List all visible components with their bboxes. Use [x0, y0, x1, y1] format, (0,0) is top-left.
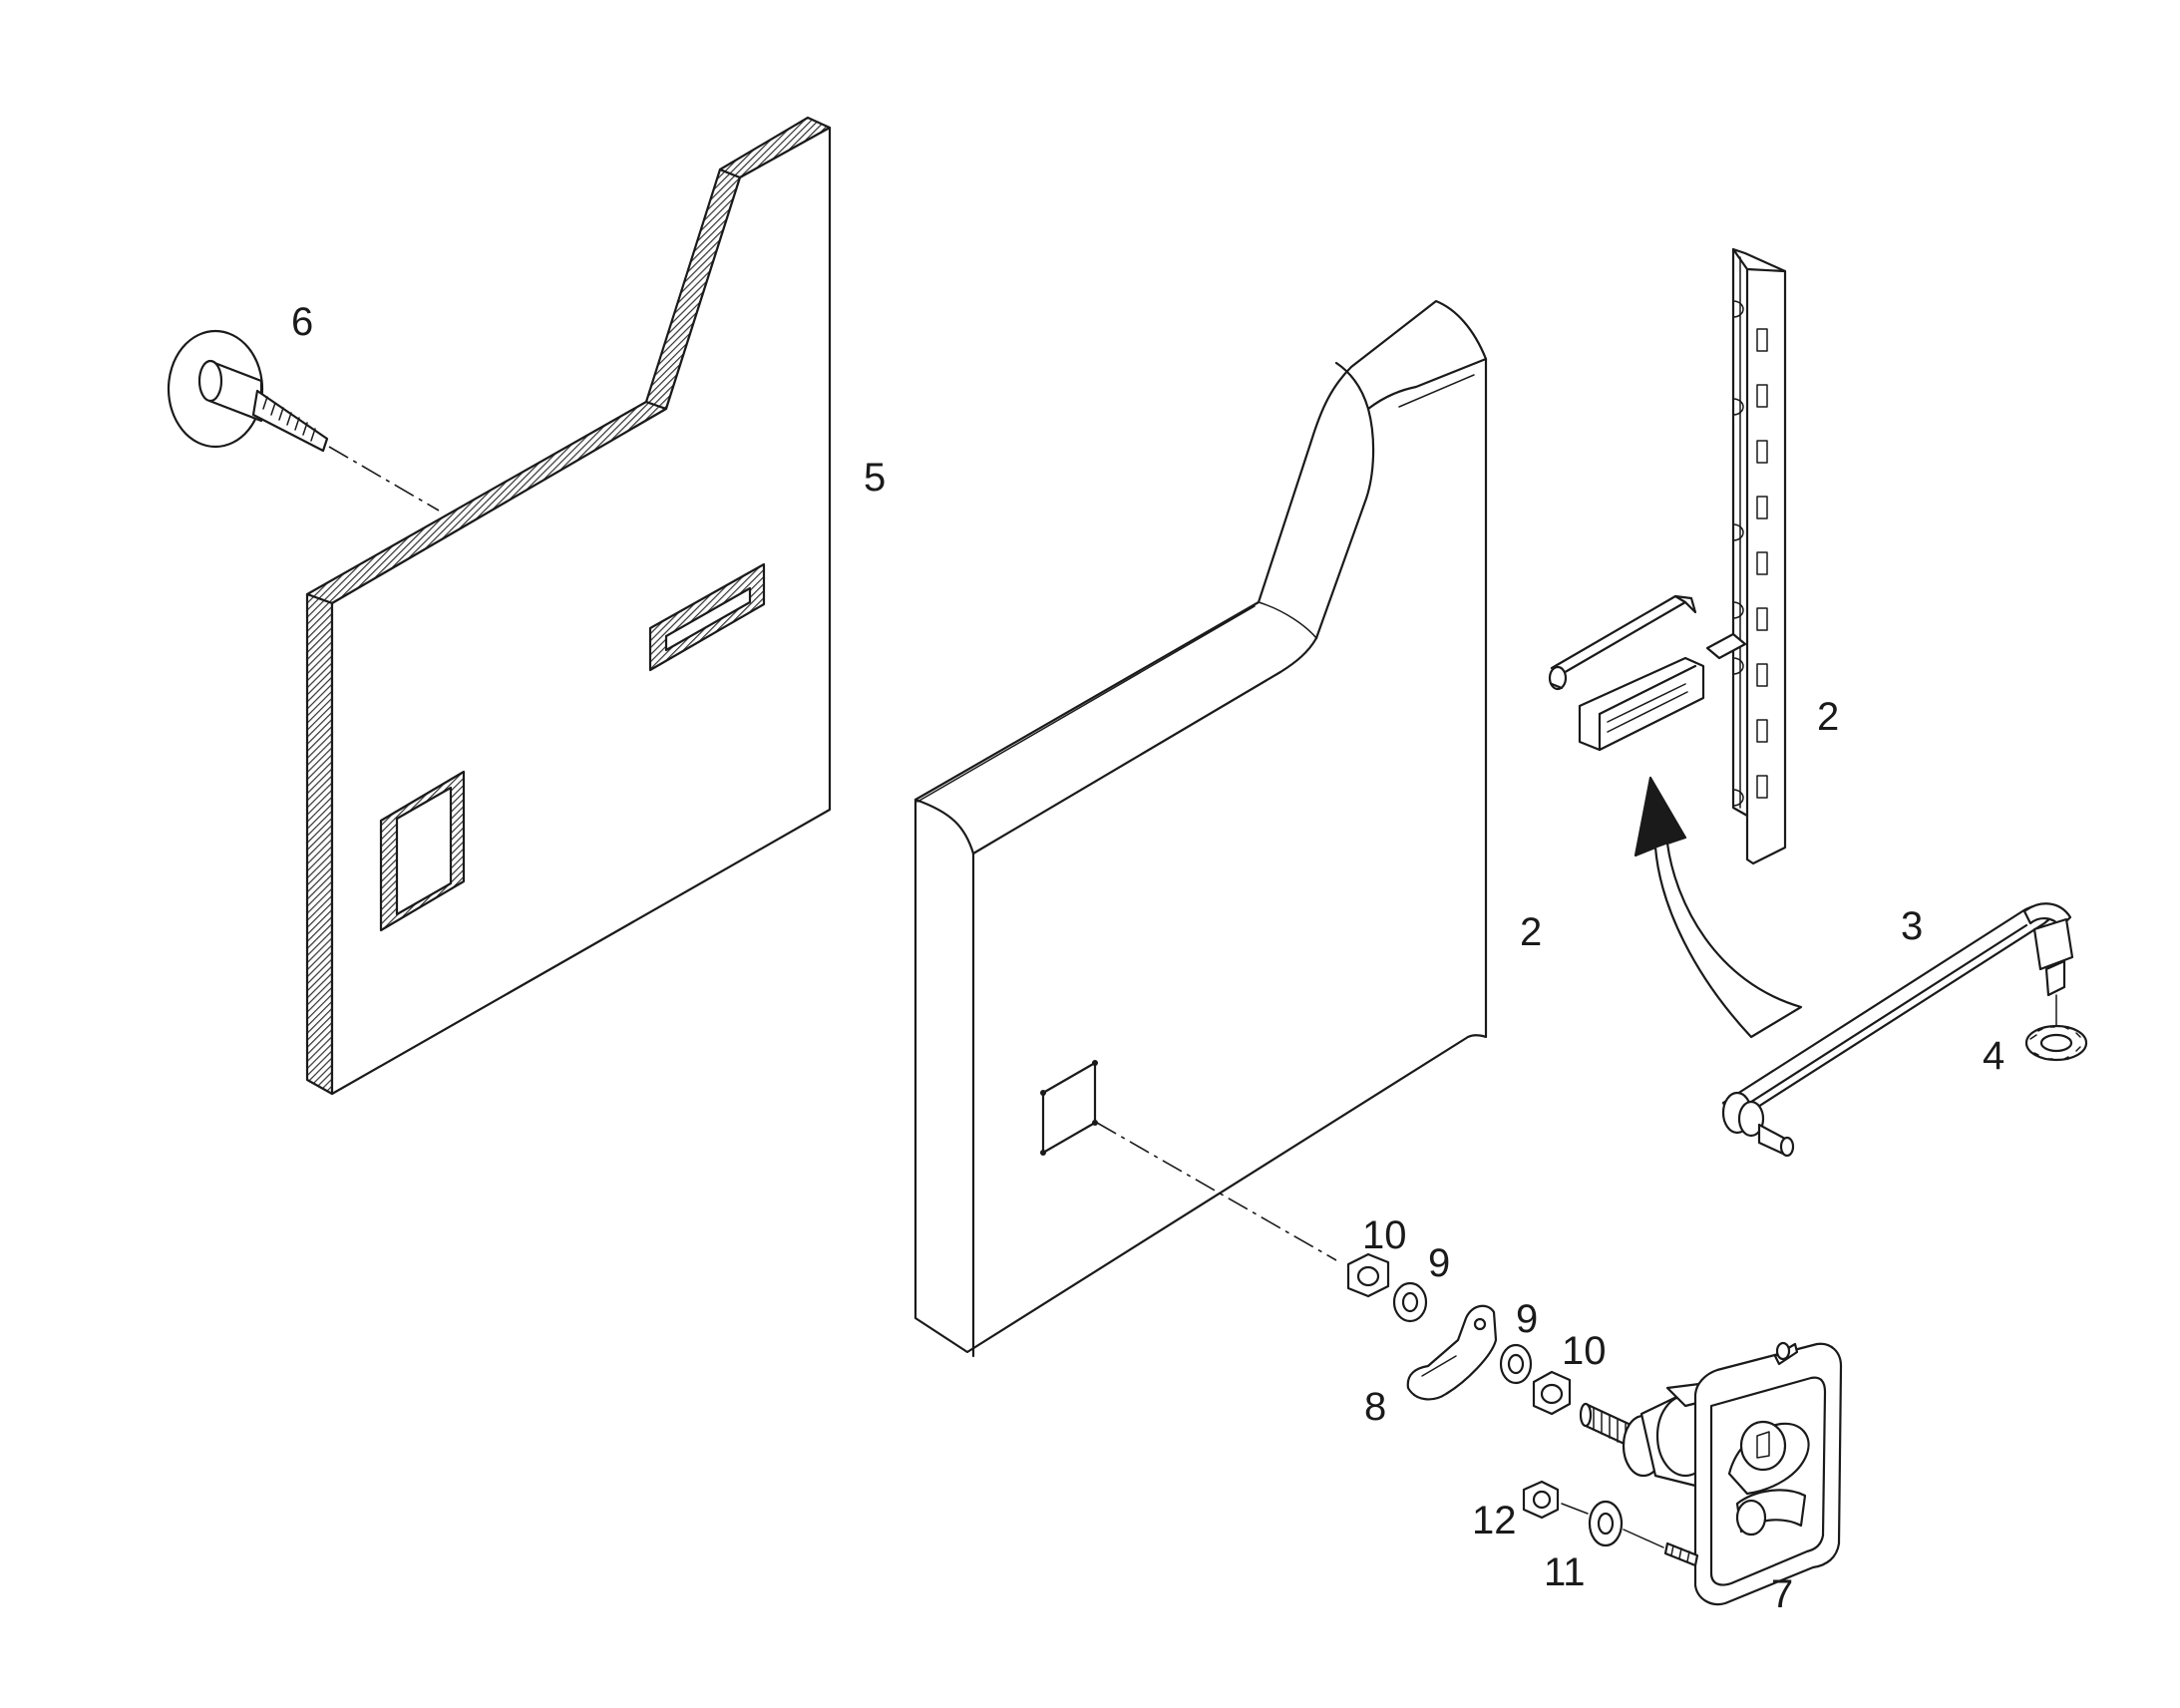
callout-4: 4: [1983, 1034, 2004, 1078]
callout-3: 3: [1901, 904, 1923, 948]
callout-8: 8: [1364, 1385, 1386, 1429]
insulation-panel: [305, 116, 832, 1096]
callout-11: 11: [1544, 1550, 1586, 1594]
callout-6: 6: [291, 300, 313, 344]
callout-9a: 9: [1428, 1241, 1450, 1285]
callout-9b: 9: [1516, 1297, 1538, 1341]
rod: [1721, 902, 2074, 1158]
washer-9a: [1392, 1281, 1428, 1323]
nut-10a: [1346, 1252, 1390, 1298]
nut-10b: [1532, 1370, 1572, 1416]
callout-12: 12: [1472, 1499, 1517, 1542]
cam-arm: [1406, 1304, 1498, 1401]
door-panel: [913, 299, 1488, 1358]
washer-9b: [1499, 1343, 1533, 1385]
callout-10b: 10: [1562, 1329, 1607, 1373]
paddle-latch: [1579, 1341, 1843, 1606]
callout-2-bracket: 2: [1817, 695, 1839, 739]
callout-10a: 10: [1362, 1213, 1407, 1257]
callout-5: 5: [864, 456, 886, 500]
arrow-icon: [1634, 776, 1803, 1039]
hinge-bracket-assembly: [1548, 247, 1787, 865]
fastener-stud: [167, 329, 329, 453]
lock-washer: [2024, 994, 2088, 1062]
callout-2-door: 2: [1520, 910, 1542, 954]
callout-7: 7: [1771, 1572, 1793, 1616]
nut-12: [1522, 1480, 1560, 1520]
washer-11: [1588, 1500, 1624, 1547]
